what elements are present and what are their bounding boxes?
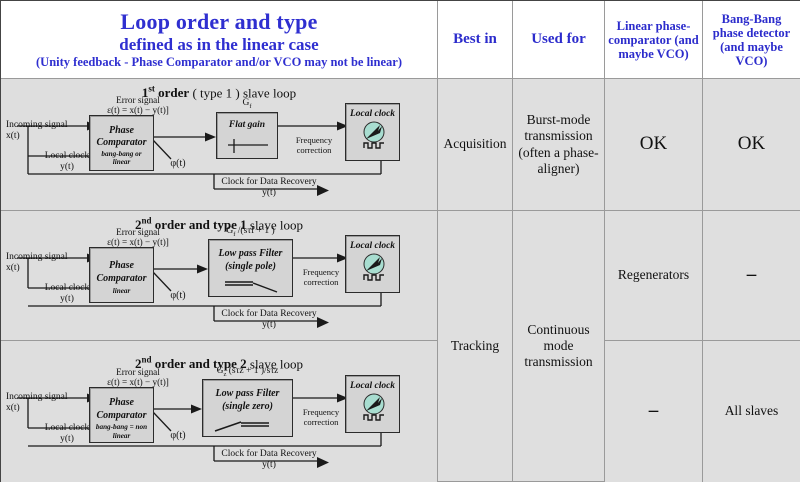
low-pass-filter-block-2: Low pass Filter (single pole) [208, 239, 293, 297]
page-title-line2: defined as in the linear case [119, 35, 319, 55]
frequency-correction-label-3: Frequency correction [302, 407, 340, 427]
single-zero-icon [214, 421, 269, 432]
frequency-correction-label-1: Frequency correction [295, 135, 333, 155]
diagram-title-3: 2nd order and type 2 slave loop [135, 355, 303, 372]
incoming-signal-label-2: Incoming signal x(t) [6, 252, 68, 273]
transfer-function-label-2: Gf /(sτf + 1 ) [226, 226, 275, 238]
diagram-cell-row2: 2nd order and type 1 slave loop [1, 211, 438, 341]
error-signal-label-2: Error signal ε(t) = x(t) − y(t)] [107, 227, 169, 248]
bangbang-row2: – [703, 211, 800, 341]
local-clock-icon [363, 393, 385, 421]
frequency-correction-label-2: Frequency correction [302, 267, 340, 287]
best-in-row2-3: Tracking [438, 211, 513, 482]
phase-comparator-block-1: Phase Comparator bang-bang or linear [89, 115, 154, 171]
col-header-used-for: Used for [513, 1, 605, 79]
best-in-row1: Acquisition [438, 79, 513, 211]
col-header-best-in: Best in [438, 1, 513, 79]
bangbang-row1: OK [703, 79, 800, 211]
diagram-title-2: 2nd order and type 1 slave loop [135, 216, 303, 233]
diagram-cell-row3: 2nd order and type 2 slave loop [1, 341, 438, 482]
flat-gain-block-1: Flat gain [216, 112, 278, 159]
clock-recovery-label-1: Clock for Data Recovery y(t) [221, 177, 317, 198]
clock-recovery-label-3: Clock for Data Recovery y(t) [221, 449, 317, 470]
local-clock-block-2: Local clock [345, 235, 400, 293]
phi-label-3: φ(t) [170, 430, 186, 441]
error-signal-label-3: Error signal ε(t) = x(t) − y(t)] [107, 367, 169, 388]
local-clock-input-label-1: Local clock y(t) [44, 151, 90, 172]
page-title-line3: (Unity feedback - Phase Comparator and/o… [36, 55, 402, 70]
col-header-bang-bang-detector: Bang-Bang phase detector (and maybe VCO) [703, 1, 800, 79]
local-clock-input-label-2: Local clock y(t) [44, 283, 90, 304]
local-clock-block-3: Local clock [345, 375, 400, 433]
used-for-row2-3: Continuous mode transmission [513, 211, 605, 482]
used-for-row1: Burst-mode transmission (often a phase-a… [513, 79, 605, 211]
low-pass-filter-block-3: Low pass Filter (single zero) [202, 379, 293, 437]
error-signal-label-1: Error signal ε(t) = x(t) − y(t)] [107, 95, 169, 116]
linear-row3: – [605, 341, 703, 482]
phi-label-2: φ(t) [170, 290, 186, 301]
single-pole-icon [225, 281, 278, 293]
phase-comparator-block-3: Phase Comparator bang-bang = non linear [89, 387, 154, 443]
linear-row2: Regenerators [605, 211, 703, 341]
local-clock-icon [363, 121, 385, 149]
phase-comparator-block-2: Phase Comparator linear [89, 247, 154, 303]
clock-recovery-label-2: Clock for Data Recovery y(t) [221, 309, 317, 330]
loop-diagram-2: 2nd order and type 1 slave loop [1, 211, 437, 340]
flat-gain-icon [228, 139, 268, 153]
bangbang-row3: All slaves [703, 341, 800, 482]
diagram-cell-row1: 1st order ( type 1 ) slave loop [1, 79, 438, 211]
incoming-signal-label-1: Incoming signal x(t) [6, 120, 68, 141]
linear-row1: OK [605, 79, 703, 211]
local-clock-input-label-3: Local clock y(t) [44, 423, 90, 444]
phi-label-1: φ(t) [170, 158, 186, 169]
diagram-title-1: 1st order ( type 1 ) slave loop [141, 84, 297, 101]
page-title-line1: Loop order and type [120, 8, 318, 34]
loop-diagram-1: 1st order ( type 1 ) slave loop [1, 79, 437, 210]
incoming-signal-label-3: Incoming signal x(t) [6, 392, 68, 413]
local-clock-icon [363, 253, 385, 281]
transfer-function-label-3: Gz (sτz + 1 )/sτz [216, 366, 279, 378]
transfer-function-label-1: Gf [242, 98, 252, 110]
col-header-linear-phase-comparator: Linear phase-comparator (and maybe VCO) [605, 1, 703, 79]
table-title-cell: Loop order and type defined as in the li… [1, 1, 438, 79]
loop-diagram-3: 2nd order and type 2 slave loop [1, 341, 437, 482]
local-clock-block-1: Local clock [345, 103, 400, 161]
